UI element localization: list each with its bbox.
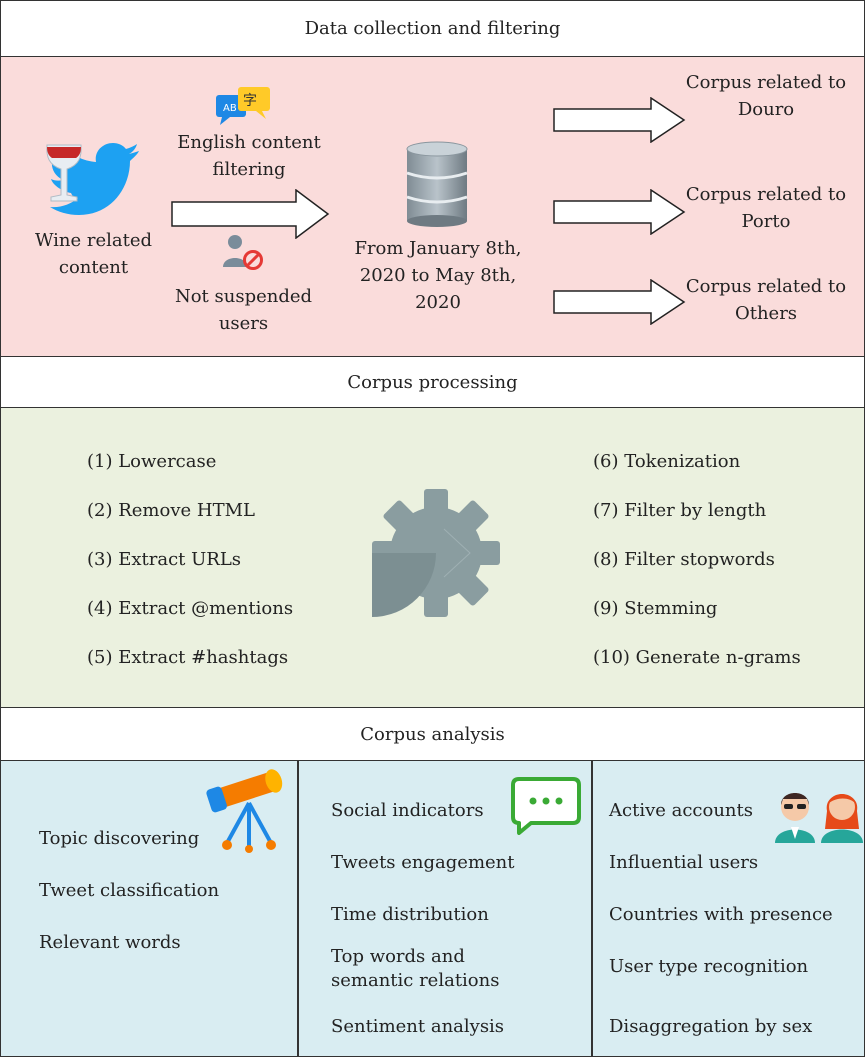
column-divider-2 [591,761,593,1056]
gear-icon [372,489,500,617]
analysis-col3-item-5: Disaggregation by sex [609,1016,813,1037]
step-8: (8) Filter stopwords [593,549,775,570]
processing-title: Corpus processing [347,371,518,393]
output-arrow-douro [553,97,686,143]
svg-text:AB: AB [223,103,237,114]
step-5: (5) Extract #hashtags [87,647,289,668]
wine-twitter-icon [46,143,139,215]
analysis-col3-item-1: Active accounts [609,800,753,821]
analysis-col2-item-4: Top words and semantic relations [331,946,500,991]
filter-arrow [171,189,330,239]
step-1: (1) Lowercase [87,451,217,472]
wine-glass-icon [46,144,82,202]
step-3: (3) Extract URLs [87,549,242,570]
analysis-col3-item-4: User type recognition [609,956,809,977]
period-label: From January 8th, 2020 to May 8th, 2020 [354,238,522,313]
svg-text:字: 字 [243,93,257,109]
translate-icon: AB 字 [216,87,270,125]
processing-section-title: Corpus processing [0,356,865,408]
analysis-title: Corpus analysis [360,723,505,745]
step-6: (6) Tokenization [593,451,741,472]
step-9: (9) Stemming [593,598,718,619]
column-divider-1 [297,761,299,1056]
output-porto: Corpus related to Porto [685,184,847,232]
processing-panel: (1) Lowercase (2) Remove HTML (3) Extrac… [0,407,865,708]
analysis-col3-item-3: Countries with presence [609,904,833,925]
analysis-col1-item-1: Topic discovering [39,828,200,849]
step-10: (10) Generate n-grams [593,647,801,668]
telescope-icon [206,769,283,853]
output-douro: Corpus related to Douro [685,72,847,120]
analysis-col2-item-3: Time distribution [331,904,489,925]
analysis-col3-item-2: Influential users [609,852,759,873]
source-label: Wine related content [34,230,153,278]
not-suspended-label: Not suspended users [174,286,313,334]
analysis-col2-item-5: Sentiment analysis [331,1016,505,1037]
collection-title: Data collection and filtering [304,18,561,39]
analysis-col2-item-2: Tweets engagement [331,852,515,873]
analysis-col1-item-2: Tweet classification [39,880,220,901]
step-4: (4) Extract @mentions [87,598,294,619]
collection-panel: Wine related content AB 字 English conten… [0,56,865,357]
output-arrow-porto [553,189,686,235]
english-filter-label: English content filtering [177,132,321,180]
output-arrow-others [553,279,686,325]
output-others: Corpus related to Others [685,276,847,324]
analysis-panel: Topic discovering Tweet classification R… [0,760,865,1057]
chat-bubble-icon [511,777,581,835]
step-2: (2) Remove HTML [87,500,255,521]
collection-section-title: Data collection and filtering [0,0,865,57]
suspended-user-icon [223,235,263,270]
database-icon [406,141,468,227]
step-7: (7) Filter by length [593,500,767,521]
analysis-col2-item-1: Social indicators [331,800,484,821]
analysis-section-title: Corpus analysis [0,707,865,761]
analysis-col1-item-3: Relevant words [39,932,181,953]
users-icon [775,793,863,843]
